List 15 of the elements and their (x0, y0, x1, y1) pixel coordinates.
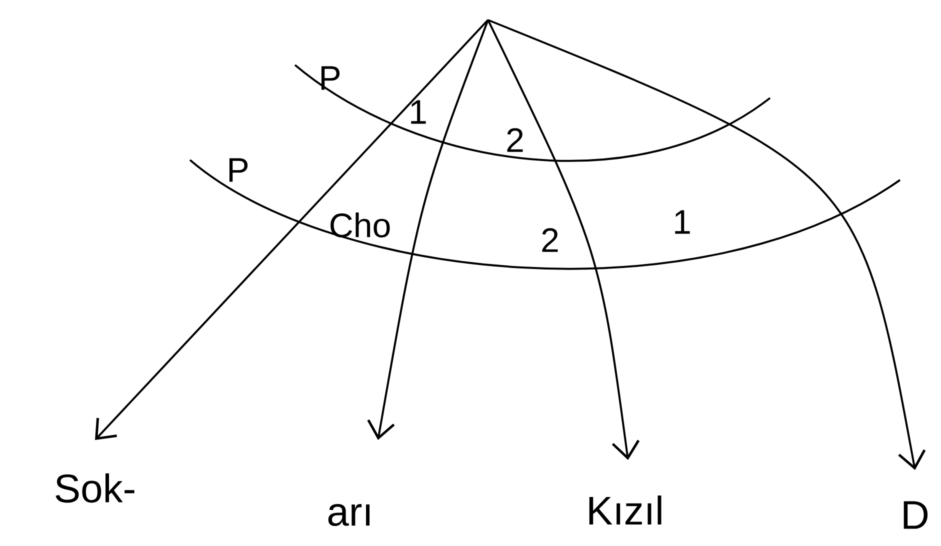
arrow (95, 19, 489, 440)
leaf-label: arı (328, 504, 370, 526)
leaf-label: Sok- (56, 473, 134, 503)
arc-label: 1 (411, 100, 426, 124)
arrow (487, 20, 640, 460)
arc-label: Cho (330, 212, 390, 238)
arrow (488, 19, 926, 470)
leaf-label: Kızıl (589, 496, 662, 524)
arc-label: P (321, 66, 340, 90)
arc-label: P (229, 158, 248, 182)
arrow (367, 20, 489, 440)
arc-label: 2 (542, 228, 558, 252)
leaf-label: D (904, 501, 928, 529)
arc-label: 2 (507, 128, 523, 152)
arc-label: 1 (675, 210, 690, 234)
